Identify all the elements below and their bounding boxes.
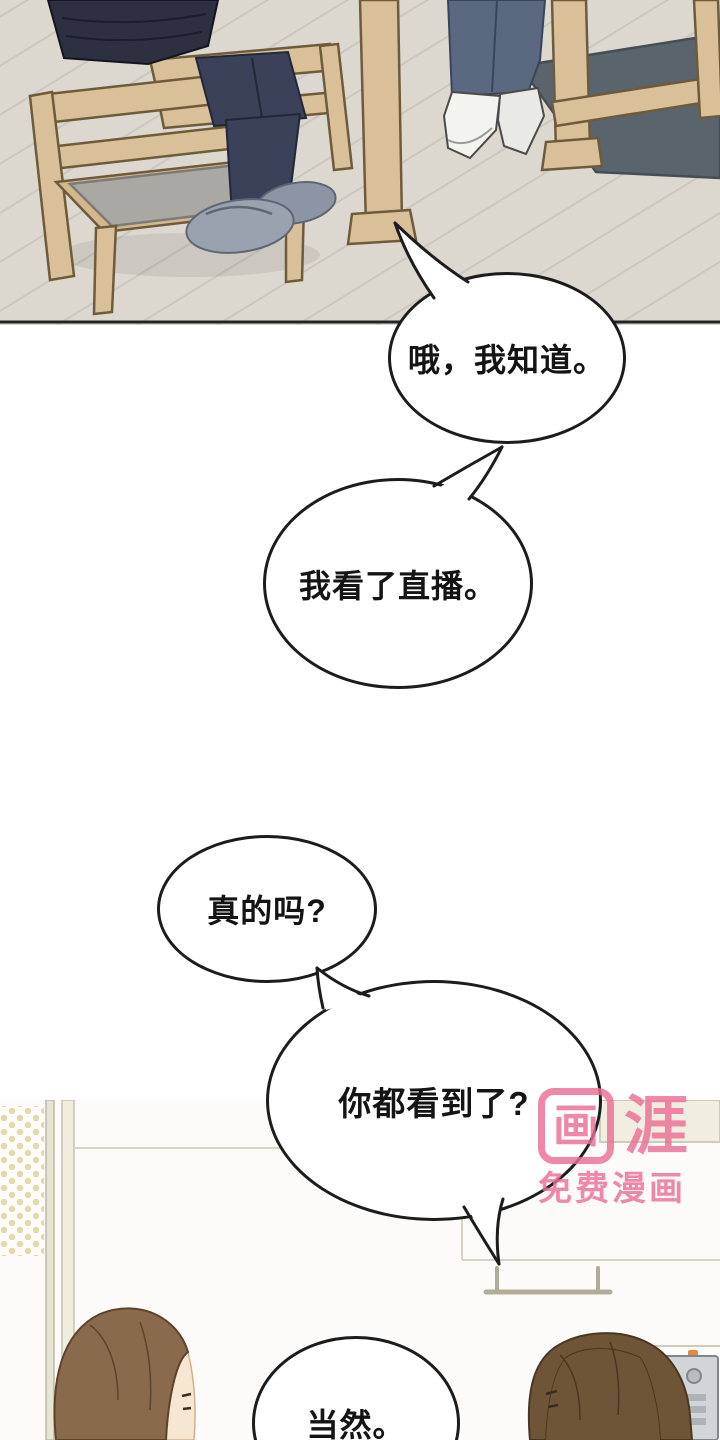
right-chair-frame	[550, 0, 720, 128]
character-left-head	[53, 1307, 196, 1440]
speech-bubble-1: 哦，我知道。	[388, 272, 626, 444]
speech-bubble-2: 我看了直播。	[263, 478, 533, 689]
character-right-head	[527, 1332, 694, 1440]
white-socks	[442, 86, 546, 160]
upper-cabinet	[599, 1100, 720, 1143]
slippers	[185, 181, 337, 254]
speech-bubble-4: 你都看到了?	[266, 980, 602, 1221]
person-torso	[46, 0, 220, 66]
jeans-legs	[446, 0, 547, 98]
watermark-logo-icon: 画	[538, 1088, 614, 1164]
watermark: 画 涯 免费漫画	[538, 1088, 688, 1206]
watermark-brand-char: 涯	[624, 1090, 688, 1162]
dotted-wall	[0, 1106, 44, 1256]
towel-bar	[483, 1266, 613, 1295]
speech-bubble-3: 真的吗?	[157, 835, 377, 983]
dining-scene-panel	[0, 0, 720, 325]
person-legs	[194, 50, 308, 216]
watermark-subtitle: 免费漫画	[538, 1170, 686, 1208]
